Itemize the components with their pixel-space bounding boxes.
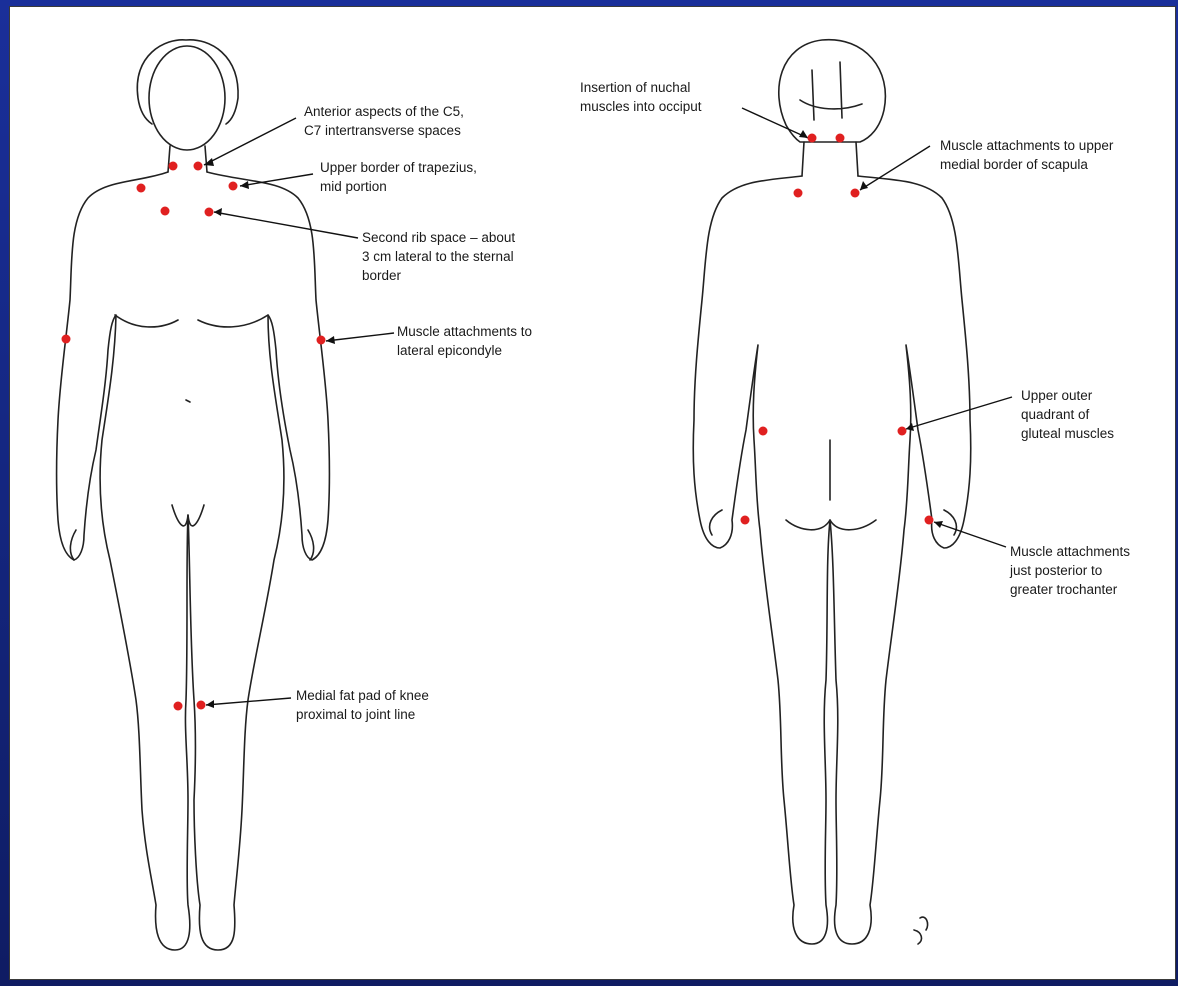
tender-point-back-trochanter-right — [925, 516, 934, 525]
tender-point-back-gluteal-right — [898, 427, 907, 436]
tender-point-back-occiput-right — [836, 134, 845, 143]
tender-point-front-elbow-left — [62, 335, 71, 344]
leader-trochanter — [934, 522, 1006, 547]
label-trapezius: Upper border of trapezius, mid portion — [320, 158, 477, 196]
tender-point-front-rib-left — [161, 207, 170, 216]
tender-point-front-rib-right — [205, 208, 214, 217]
tender-point-front-c5-left — [169, 162, 178, 171]
back-head — [779, 40, 886, 142]
tender-point-front-trapezius-left — [137, 184, 146, 193]
tender-point-front-trapezius-right — [229, 182, 238, 191]
tender-point-front-elbow-right — [317, 336, 326, 345]
label-c5-c7: Anterior aspects of the C5, C7 intertran… — [304, 102, 464, 140]
tender-point-front-knee-left — [174, 702, 183, 711]
tender-point-back-scapula-left — [794, 189, 803, 198]
label-gluteal: Upper outer quadrant of gluteal muscles — [1021, 386, 1114, 443]
tender-point-front-c5-right — [194, 162, 203, 171]
label-knee: Medial fat pad of knee proximal to joint… — [296, 686, 429, 724]
label-trochanter: Muscle attachments just posterior to gre… — [1010, 542, 1130, 599]
tender-points — [62, 134, 934, 711]
leader-gluteal — [906, 397, 1012, 429]
front-body-outline — [57, 172, 330, 950]
front-face — [149, 46, 225, 150]
label-scapula: Muscle attachments to upper medial borde… — [940, 136, 1113, 174]
leader-epicondyle — [326, 333, 394, 341]
tender-point-back-gluteal-left — [759, 427, 768, 436]
arrowheads — [204, 130, 943, 708]
leader-lines — [204, 108, 1012, 705]
back-body-outline — [693, 176, 971, 944]
tender-point-back-trochanter-left — [741, 516, 750, 525]
back-figure — [693, 40, 971, 944]
leader-second-rib — [214, 212, 358, 238]
label-second-rib: Second rib space – about 3 cm lateral to… — [362, 228, 515, 285]
tender-point-back-occiput-left — [808, 134, 817, 143]
tender-point-back-scapula-right — [851, 189, 860, 198]
label-occiput: Insertion of nuchal muscles into occiput — [580, 78, 702, 116]
leader-occiput — [742, 108, 808, 138]
front-figure — [57, 40, 330, 950]
leader-c5-c7 — [204, 118, 296, 165]
leader-scapula — [860, 146, 930, 190]
label-epicondyle: Muscle attachments to lateral epicondyle — [397, 322, 532, 360]
tender-point-front-knee-right — [197, 701, 206, 710]
